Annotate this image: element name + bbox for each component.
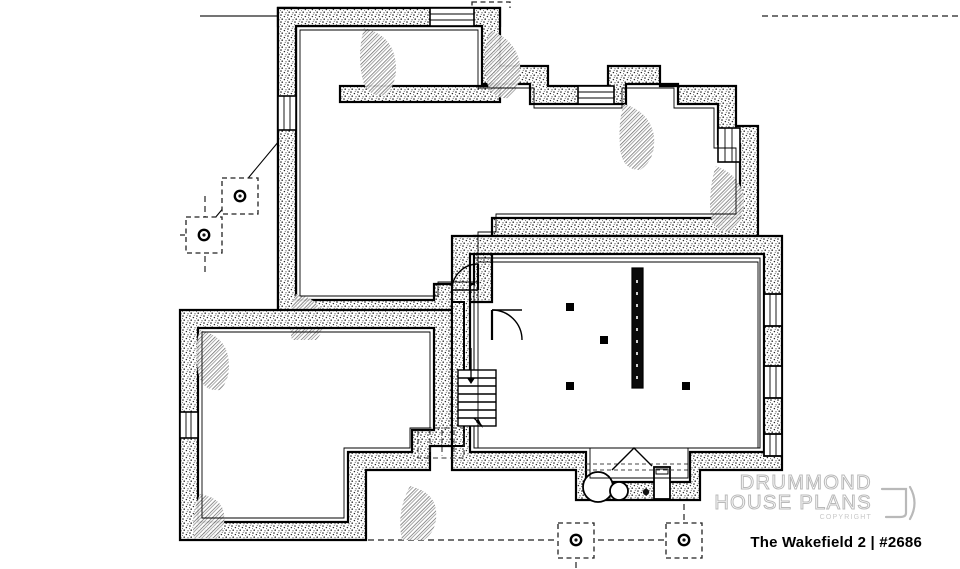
window-left-1 <box>277 95 297 131</box>
earth-hatch-blobs-garage <box>192 330 437 540</box>
logo-copyright: COPYRIGHT <box>819 514 872 521</box>
window-right-upper <box>717 127 741 163</box>
logo-line-2: HOUSE PLANS <box>714 492 872 514</box>
window-right-1 <box>763 293 783 327</box>
logo-line-1: DRUMMOND <box>739 472 872 494</box>
water-heater <box>582 471 614 503</box>
plan-caption: The Wakefield 2 | #2686 <box>750 534 922 551</box>
drummond-logo: DRUMMOND HOUSE PLANS COPYRIGHT <box>714 473 920 521</box>
floor-drain <box>642 488 650 496</box>
window-top-2 <box>577 85 615 105</box>
column-1 <box>566 303 574 311</box>
column-4 <box>682 382 690 390</box>
staircase <box>417 301 497 459</box>
window-garage-left <box>179 411 199 439</box>
access-hatch-swing <box>611 447 653 471</box>
garage-window-openings <box>179 411 199 439</box>
window-top-1 <box>429 7 475 27</box>
upper-room-floor-edge <box>299 29 737 297</box>
bracket-j-icon <box>880 485 916 521</box>
garage-floor-edge <box>201 331 431 519</box>
window-right-2 <box>763 365 783 399</box>
steel-beam <box>631 267 644 389</box>
pier-footing-bottom-left <box>557 522 595 559</box>
furnace-unit <box>653 466 671 500</box>
column-3 <box>566 382 574 390</box>
pier-footing-left-lower <box>185 216 223 254</box>
stair-direction-arrow-up <box>467 348 475 384</box>
steel-beam-and-columns <box>566 267 690 390</box>
duct-dashed-lines <box>586 463 688 471</box>
pier-footing-left-upper <box>221 177 259 215</box>
mechanical-equipment <box>582 447 688 503</box>
basement-floor-edge <box>477 261 759 479</box>
earth-hatch-blobs-upper <box>289 28 744 340</box>
window-right-3 <box>763 433 783 457</box>
pier-footing-bottom-right <box>665 522 703 559</box>
secondary-tank <box>609 481 629 501</box>
under-stair-dashed <box>417 427 465 459</box>
basement-window-openings <box>763 293 783 457</box>
column-2 <box>600 336 608 344</box>
door-basement-entry <box>490 309 523 341</box>
